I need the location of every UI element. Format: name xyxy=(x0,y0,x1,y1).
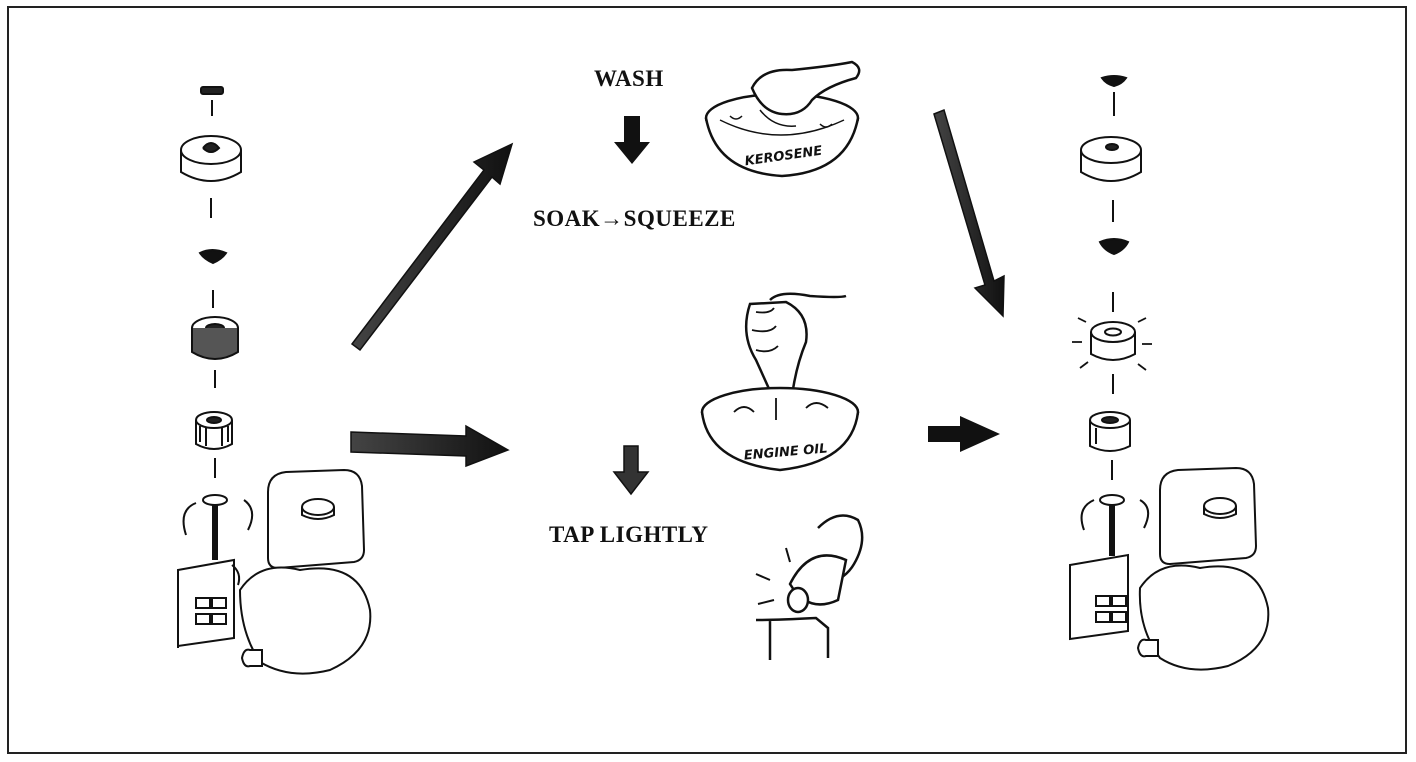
engine-icon xyxy=(1069,466,1270,671)
arrow-to-wash xyxy=(350,142,514,352)
wing-nut-icon xyxy=(198,249,228,265)
right-assembly xyxy=(1069,75,1270,671)
step-wash-label: WASH xyxy=(594,66,664,91)
step-soak-squeeze-label: SOAK→SQUEEZE xyxy=(533,206,736,231)
cover-icon xyxy=(1080,136,1142,182)
clean-foam-element-icon xyxy=(1072,300,1152,386)
tap-element-icon xyxy=(755,514,864,660)
engine-oil-bowl-icon xyxy=(700,292,860,472)
wing-nut-top-icon xyxy=(1100,75,1128,88)
engine-oil-label: ENGINE OIL xyxy=(743,441,828,463)
paper-element-icon xyxy=(1089,411,1131,452)
tap-down-arrow xyxy=(612,445,650,496)
figure-frame xyxy=(7,6,1407,754)
kerosene-bowl-icon xyxy=(704,60,861,178)
left-assembly xyxy=(177,86,372,675)
arrow-to-tap xyxy=(350,424,510,468)
paper-element-icon xyxy=(195,411,233,450)
arrow-from-wash xyxy=(933,108,1005,318)
wing-nut-icon xyxy=(1098,238,1130,256)
wash-down-arrow xyxy=(614,116,650,164)
cover-icon xyxy=(180,135,242,182)
arrow-from-tap xyxy=(928,416,1000,452)
foam-element-icon xyxy=(191,316,239,360)
step-tap-lightly-label: TAP LIGHTLY xyxy=(549,522,709,547)
wing-nut-top-icon xyxy=(200,86,224,95)
engine-icon xyxy=(177,468,372,675)
